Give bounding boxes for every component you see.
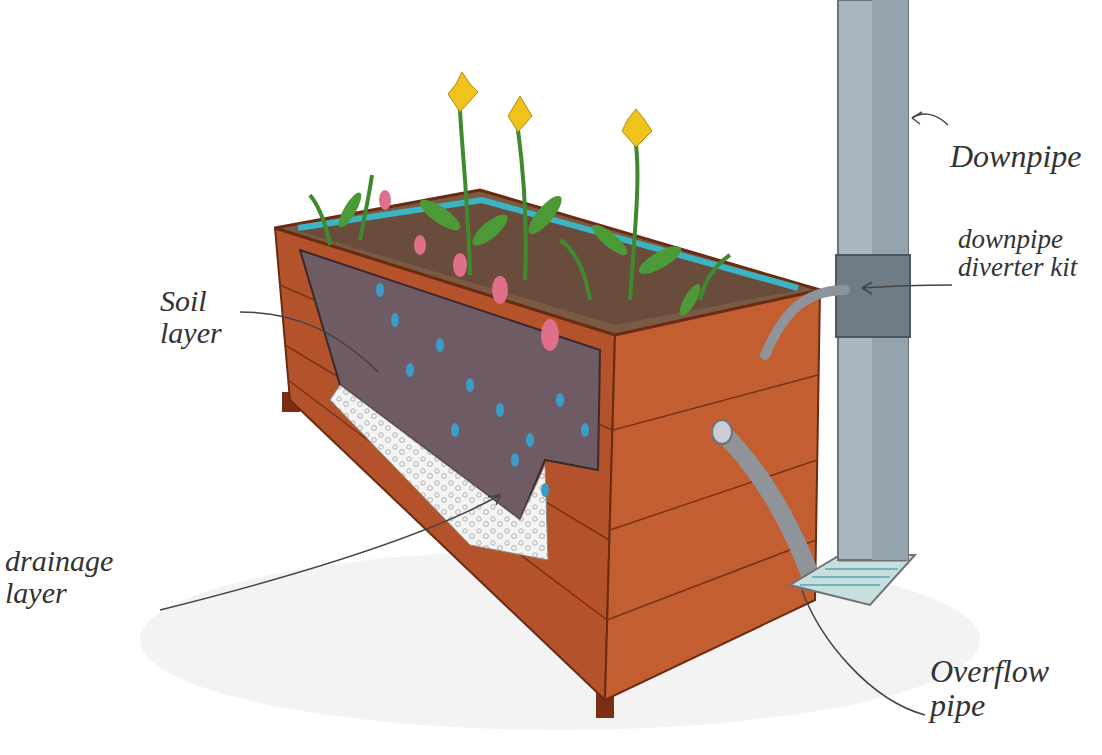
part-label: downpipe diverter kit bbox=[958, 225, 1078, 282]
overflow-pipe-mouth bbox=[712, 420, 732, 444]
part-label: Soil layer bbox=[160, 285, 250, 348]
overflow-pipe bbox=[722, 432, 812, 580]
drain-grate bbox=[790, 555, 915, 605]
drainage-cutaway bbox=[330, 385, 548, 560]
part-label: drainage layer bbox=[5, 545, 125, 608]
diverter-hose bbox=[765, 290, 845, 355]
diverter-kit bbox=[836, 255, 910, 337]
water-drops bbox=[376, 283, 589, 497]
part-label: Overflow pipe bbox=[930, 655, 1090, 722]
part-label: Downpipe bbox=[950, 140, 1090, 174]
grate-bars bbox=[800, 561, 906, 585]
leader-lines bbox=[160, 112, 952, 715]
planter-side-face bbox=[605, 290, 820, 700]
plants bbox=[310, 72, 730, 351]
